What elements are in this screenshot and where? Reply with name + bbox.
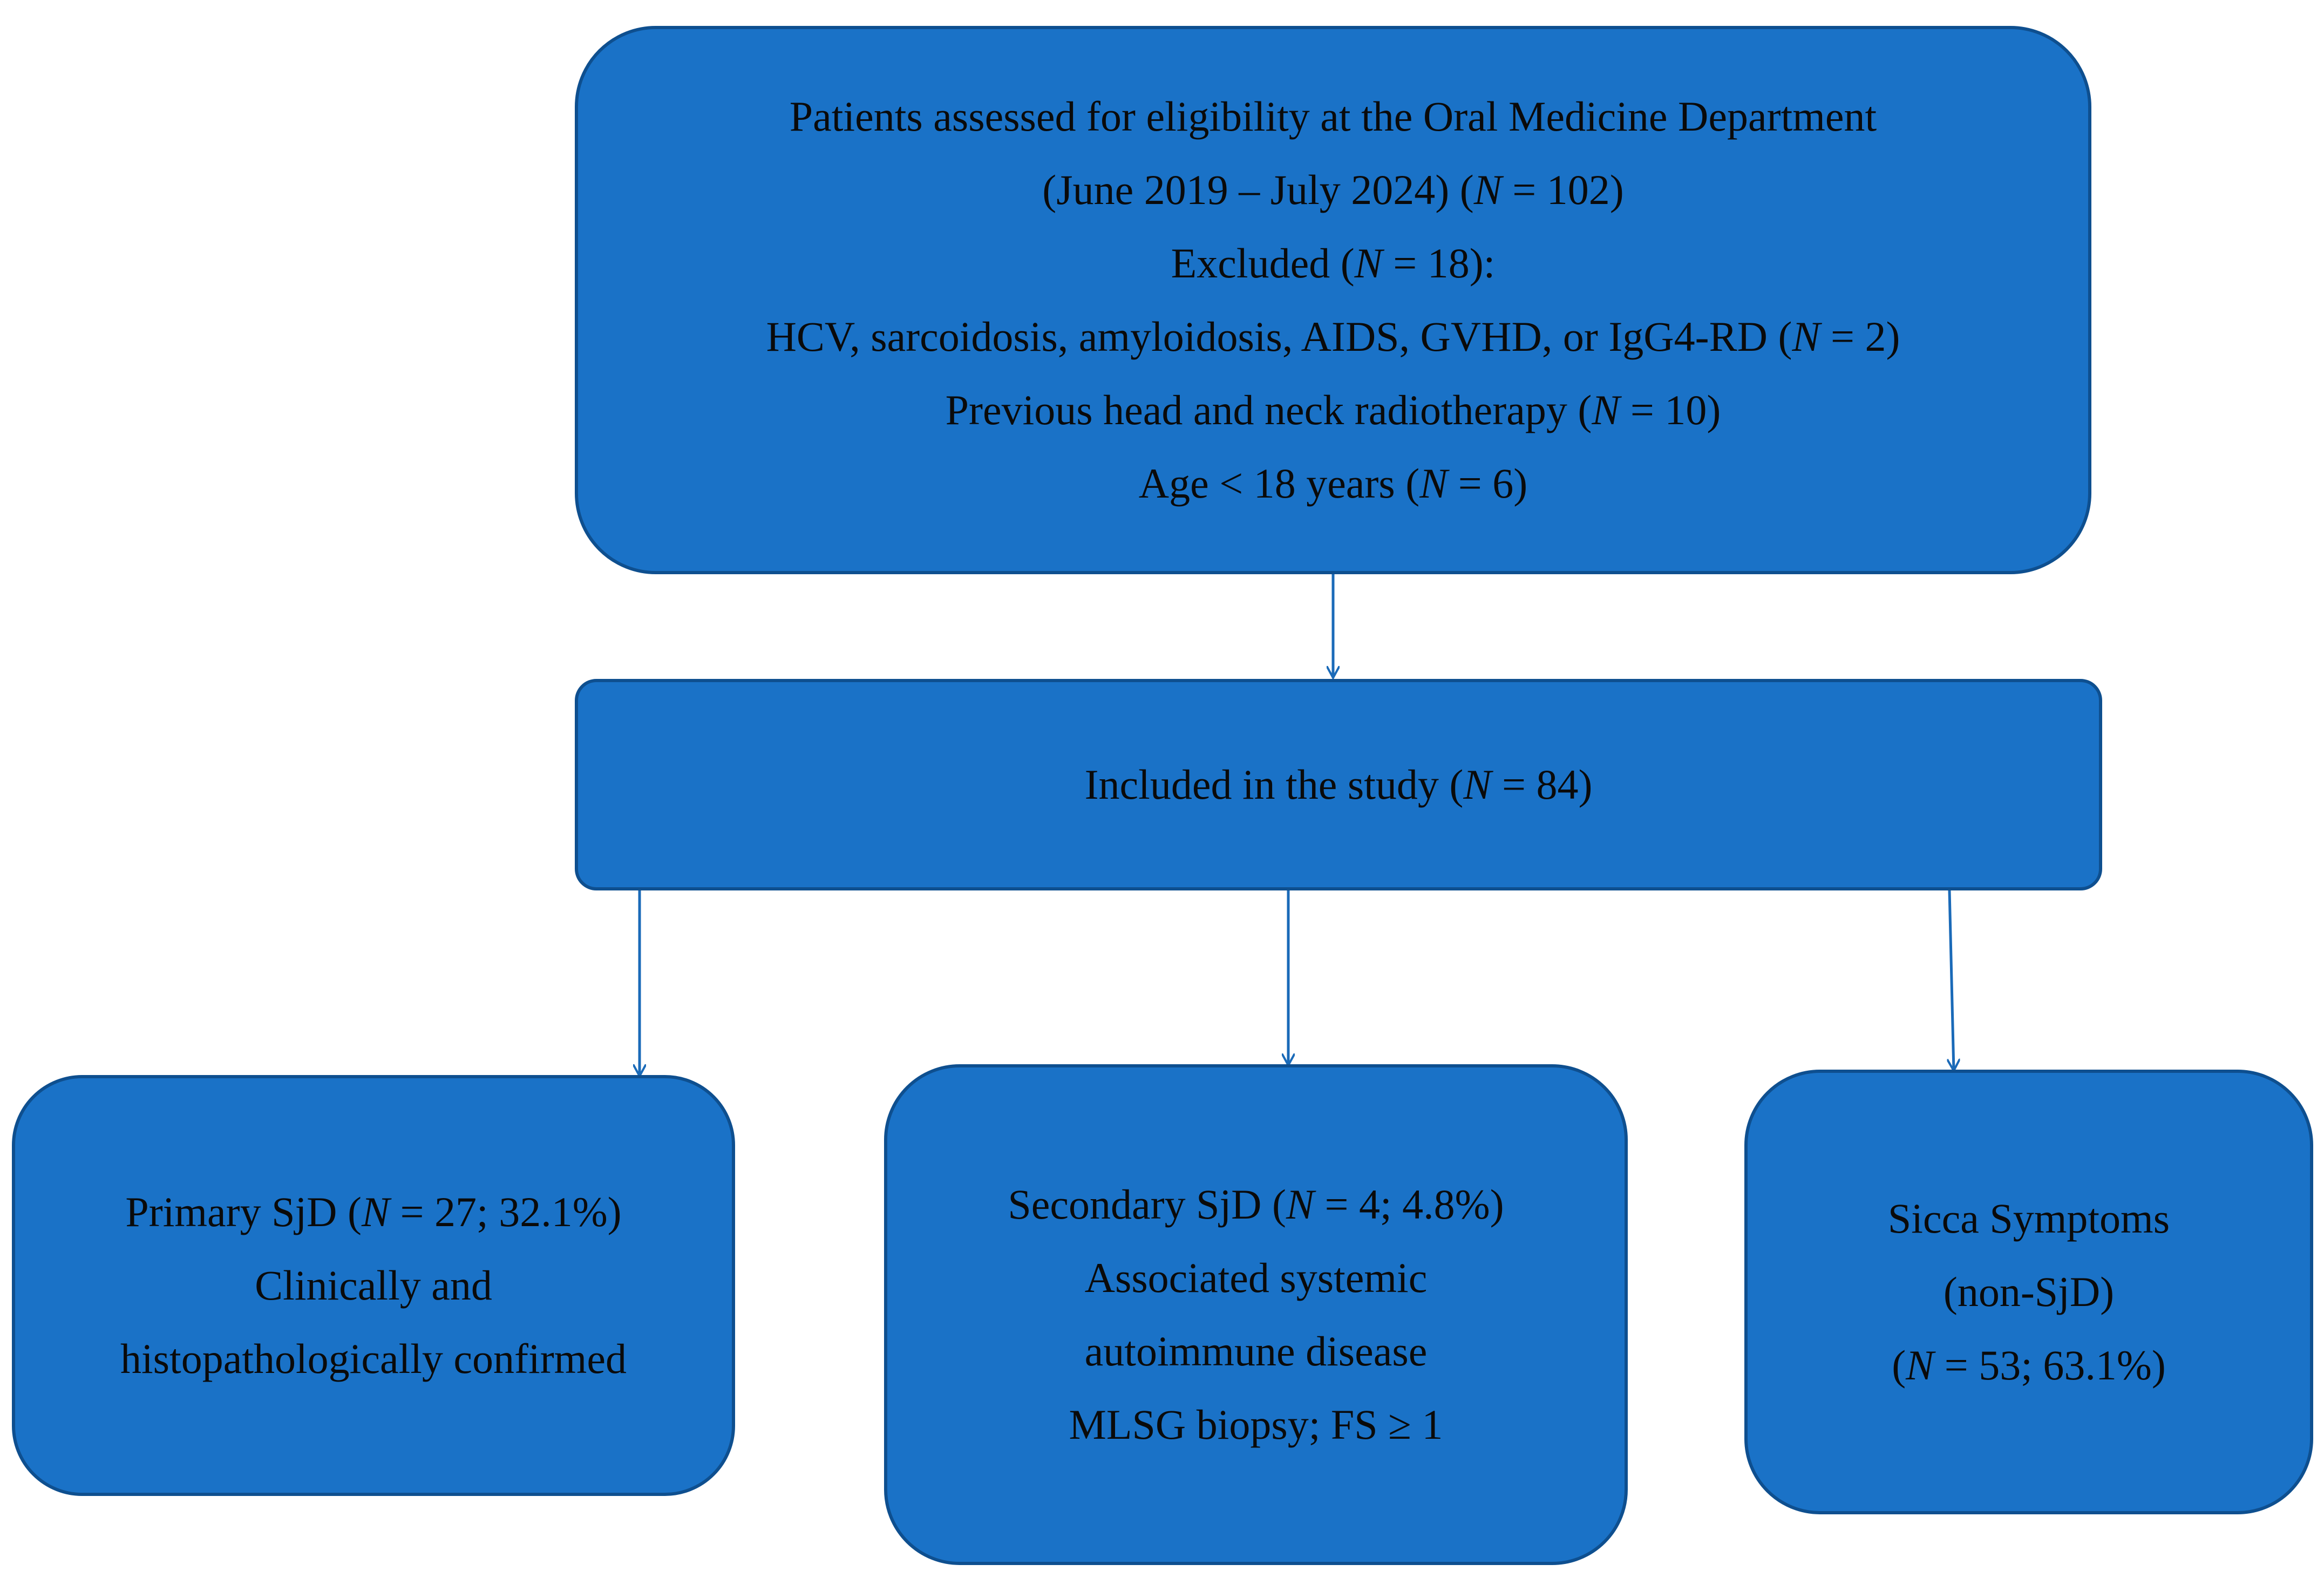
primary-sjd-box: Primary SjD (N = 27; 32.1%) Clinically a… xyxy=(12,1075,735,1496)
screening-line-4: HCV, sarcoidosis, amyloidosis, AIDS, GVH… xyxy=(766,313,1900,360)
included-box: Included in the study (N = 84) xyxy=(575,679,2102,890)
primary-line-2: Clinically and xyxy=(255,1262,492,1309)
sicca-symptoms-box: Sicca Symptoms (non-SjD) (N = 53; 63.1%) xyxy=(1744,1070,2313,1514)
screening-line-3: Excluded (N = 18): xyxy=(1171,240,1496,287)
screening-line-2: (June 2019 – July 2024) (N = 102) xyxy=(1042,166,1624,213)
screening-line-1: Patients assessed for eligibility at the… xyxy=(789,93,1877,140)
secondary-line-1: Secondary SjD (N = 4; 4.8%) xyxy=(1008,1181,1504,1228)
secondary-line-2: Associated systemic xyxy=(1084,1254,1428,1301)
primary-line-1: Primary SjD (N = 27; 32.1%) xyxy=(125,1188,622,1235)
sicca-line-3: (N = 53; 63.1%) xyxy=(1892,1342,2166,1389)
screening-box: Patients assessed for eligibility at the… xyxy=(575,26,2091,574)
secondary-line-3: autoimmune disease xyxy=(1084,1328,1428,1375)
screening-line-6: Age < 18 years (N = 6) xyxy=(1138,460,1528,507)
sicca-line-2: (non-SjD) xyxy=(1943,1268,2115,1315)
secondary-line-4: MLSG biopsy; FS ≥ 1 xyxy=(1069,1401,1443,1448)
arrow-included-to-sicca xyxy=(1949,890,1954,1071)
screening-line-5: Previous head and neck radiotherapy (N =… xyxy=(945,386,1721,433)
secondary-sjd-box: Secondary SjD (N = 4; 4.8%) Associated s… xyxy=(884,1064,1628,1565)
included-line-1: Included in the study (N = 84) xyxy=(1084,761,1593,808)
sicca-line-1: Sicca Symptoms xyxy=(1887,1195,2170,1242)
primary-line-3: histopathologically confirmed xyxy=(120,1335,627,1382)
